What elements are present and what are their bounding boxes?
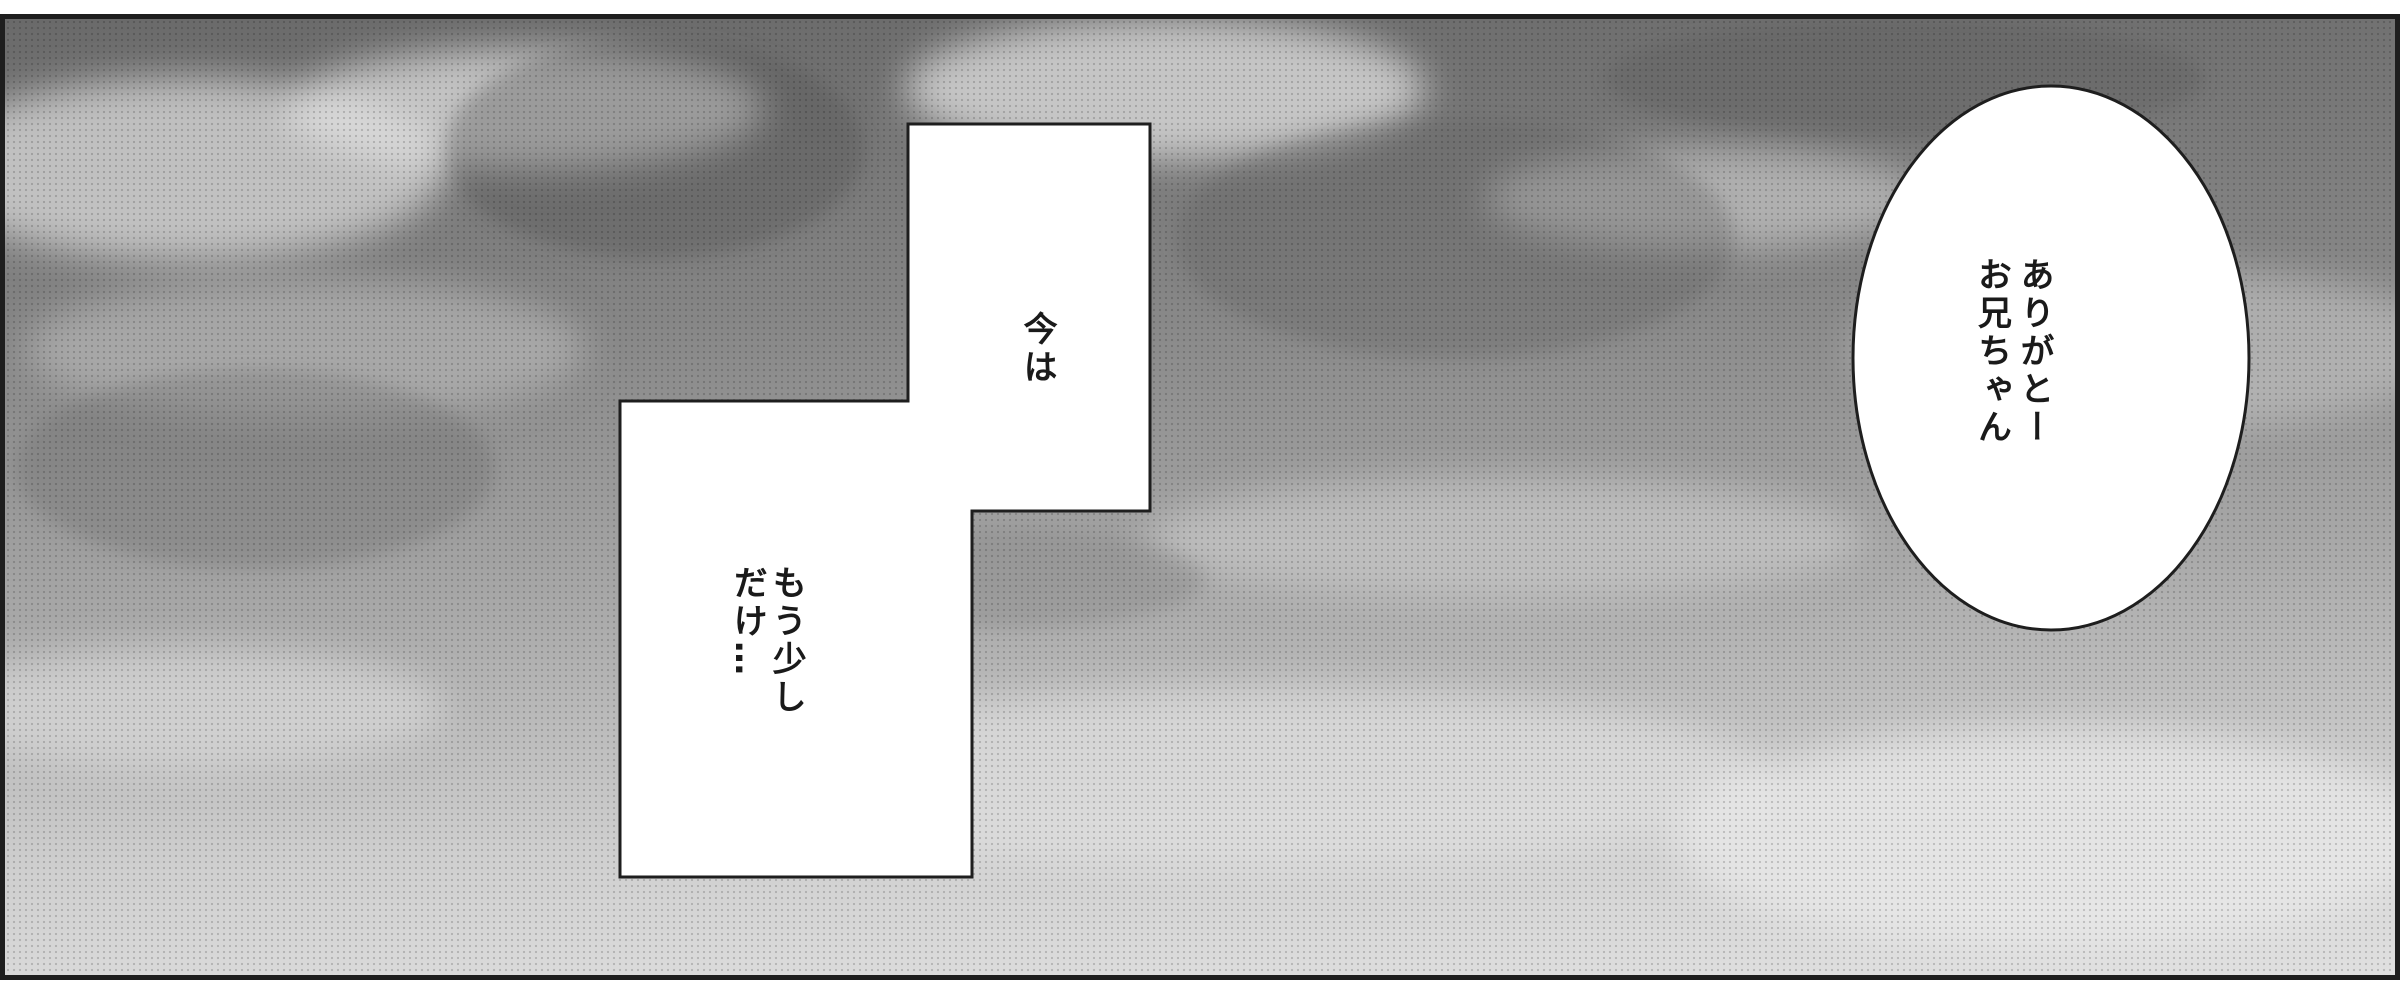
caption-text-bottom: もう少し だけ… bbox=[727, 565, 807, 717]
caption-text-top: 今は bbox=[1017, 311, 1058, 387]
speech-bubble-shape bbox=[1851, 84, 2251, 632]
caption-box-shape bbox=[618, 122, 1152, 879]
panel-frame: 今は もう少し だけ… ありがとー お兄ちゃん bbox=[0, 14, 2400, 980]
speech-bubble-text: ありがとー お兄ちゃん bbox=[1971, 257, 2055, 447]
